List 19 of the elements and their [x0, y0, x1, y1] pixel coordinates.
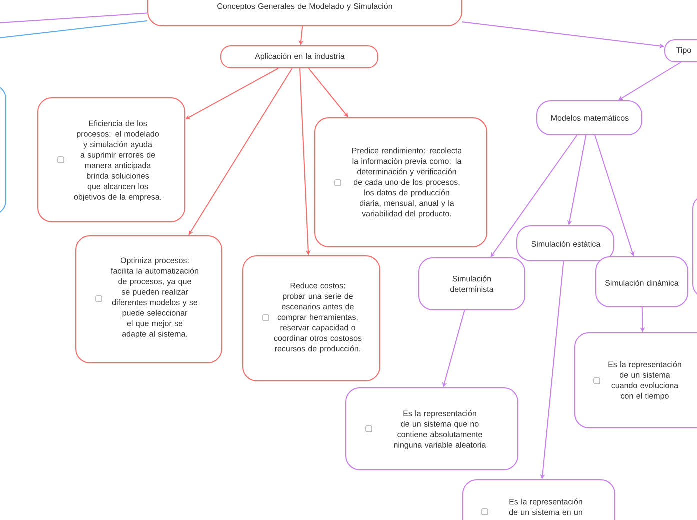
topic-box: Reduce costos: probar una serie de escenarios antes de comprar herramientas, reservar capacidad o coordinar otros costosos recursos de producción.: [242, 256, 380, 382]
arrow: [188, 68, 293, 236]
topic-box: Simulación determinista: [418, 258, 526, 310]
topic-box: Conceptos Generales de Modelado y Simulación: [148, 0, 462, 26]
box: [0, 84, 6, 216]
arrow: [490, 135, 578, 258]
topic-box: Aplicación en la industria: [220, 46, 378, 68]
arrow: [308, 68, 348, 118]
topic-box: Simulación estática: [516, 226, 614, 262]
topic-box: Tipo: [664, 40, 697, 62]
topic-box: Optimiza procesos: facilita la automatización de procesos, ya que se pueden realizar diferentes modelos y se puede seleccionar el que mejor se adapte al sistema.: [76, 236, 222, 364]
topic-box: Es la representación de un sistema en un: [462, 480, 616, 520]
topic-box: Modelos matemáticos: [536, 100, 642, 136]
topic-box: Es la representación de un sistema cuando evoluciona con el tiempo: [574, 332, 697, 428]
topic-box: Simulación dinámica: [596, 256, 688, 308]
topic-box: Es la representación de un sistema que no contiene absolutamente ninguna variable aleatoria: [346, 388, 518, 470]
topic-box: Predice rendimiento: recolecta la información previa como: la determinación y verificación de cada uno de los procesos, los datos de producción diaria, mensual, anual y la variabilidad del producto.: [314, 118, 488, 248]
arrow: [594, 135, 635, 256]
topic-box: Eficiencia de los procesos: el modelado y simulación ayuda a suprimir errores de manera anticipada brinda soluciones que alcancen los objetivos de la empresa.: [38, 98, 186, 222]
